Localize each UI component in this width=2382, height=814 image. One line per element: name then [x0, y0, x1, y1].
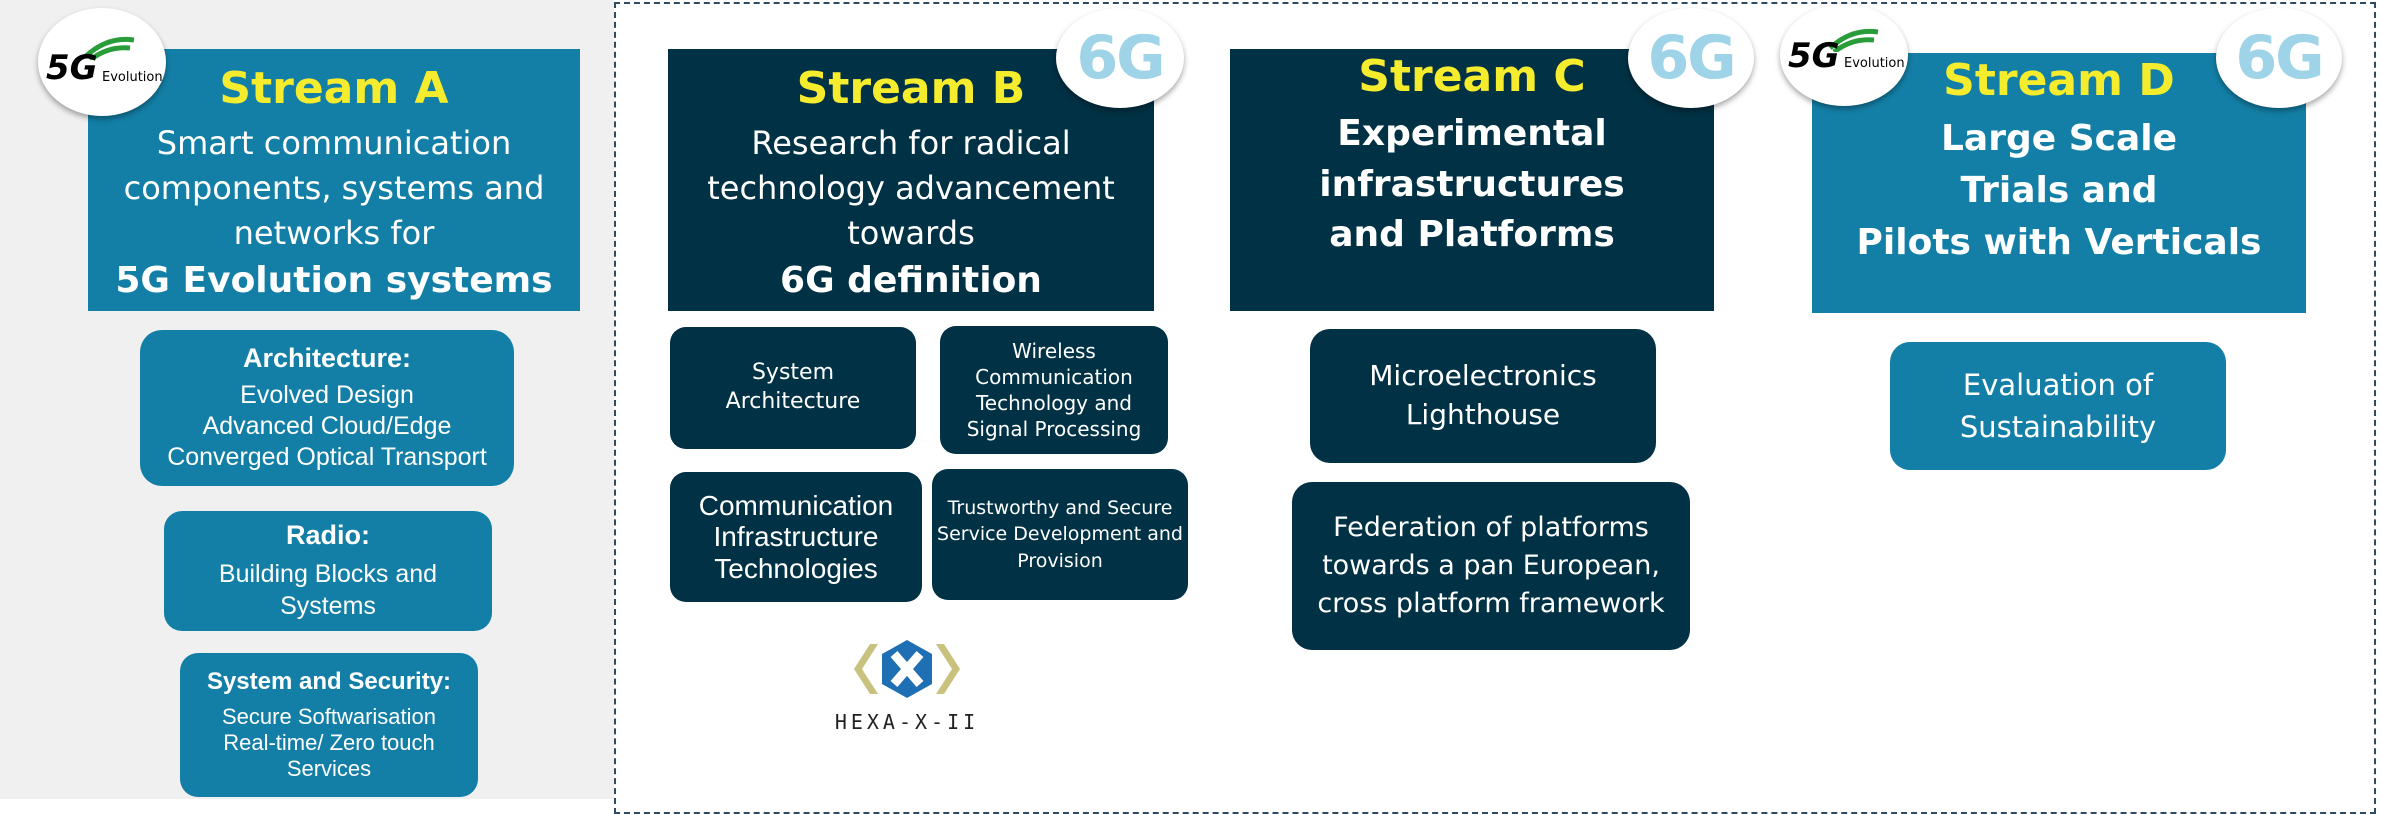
trustworthy-secure-service-card: Trustworthy and Secure Service Developme… — [932, 469, 1188, 600]
5g-evolution-logo: 5G Evolution — [38, 8, 166, 116]
stream-b-title: Stream B — [796, 63, 1026, 114]
stream-a-title: Stream A — [219, 63, 449, 114]
system-security-card: System and Security: Secure Softwarisati… — [180, 653, 478, 797]
6g-label: 6G — [2235, 23, 2325, 93]
6g-label: 6G — [1647, 23, 1737, 93]
architecture-card: Architecture: Evolved Design Advanced Cl… — [140, 330, 514, 486]
card-line: Service Development and — [937, 523, 1183, 546]
stream-c-line-2: infrastructures — [1319, 163, 1625, 205]
6g-logo: 6G — [2216, 8, 2342, 108]
radio-item: Systems — [280, 591, 376, 620]
card-line: Lighthouse — [1405, 398, 1561, 431]
card-line: Provision — [1017, 549, 1103, 572]
stream-a-line-3: networks for — [233, 213, 435, 252]
card-line: Microelectronics — [1369, 359, 1597, 393]
stream-c-line-1: Experimental — [1337, 113, 1607, 155]
stream-d-title: Stream D — [1943, 55, 2175, 106]
stream-c-title: Stream C — [1358, 51, 1586, 102]
evolution-label: Evolution — [1844, 56, 1905, 71]
signal-waves-icon — [84, 36, 135, 60]
architecture-item: Advanced Cloud/Edge — [202, 411, 452, 440]
radio-heading: Radio: — [286, 520, 370, 551]
architecture-item: Converged Optical Transport — [167, 443, 487, 472]
6g-logo: 6G — [1628, 8, 1754, 108]
architecture-heading: Architecture: — [242, 342, 412, 373]
card-line: Technology and — [975, 391, 1132, 415]
card-line: cross platform framework — [1317, 588, 1665, 620]
card-line: Communication — [975, 365, 1133, 389]
radio-item: Building Blocks and — [218, 560, 438, 589]
system-security-item: Services — [286, 755, 372, 781]
system-security-item: Secure Softwarisation — [222, 704, 436, 730]
card-line: Technologies — [714, 552, 878, 584]
evolution-label: Evolution — [102, 70, 163, 85]
stream-d-line-2: Trials and — [1960, 170, 2158, 212]
card-line: Communication — [698, 489, 894, 521]
card-line: Infrastructure — [713, 521, 879, 553]
card-line: Evaluation of — [1962, 367, 2154, 402]
stream-a-line-4: 5G Evolution systems — [115, 259, 553, 301]
hexa-x-ii-logo: HEXA-X-II — [832, 636, 982, 740]
stream-c-line-3: and Platforms — [1329, 214, 1615, 256]
stream-b-line-2: technology advancement — [707, 169, 1115, 208]
5g-label: 5G — [1788, 36, 1840, 76]
federation-of-platforms-card: Federation of platforms towards a pan Eu… — [1292, 482, 1690, 650]
stream-b-line-1: Research for radical — [751, 124, 1071, 163]
card-line: Federation of platforms — [1333, 511, 1649, 543]
stream-a-line-2: components, systems and — [123, 169, 545, 208]
card-line: Sustainability — [1959, 410, 2157, 444]
5g-label: 5G — [46, 48, 98, 88]
stream-b-line-3: towards — [847, 213, 975, 252]
microelectronics-lighthouse-card: Microelectronics Lighthouse — [1310, 329, 1656, 463]
evaluation-sustainability-card: Evaluation of Sustainability — [1890, 342, 2226, 470]
system-security-heading: System and Security: — [206, 668, 452, 696]
card-line: Signal Processing — [966, 417, 1142, 441]
5g-evolution-logo: 5G Evolution — [1780, 4, 1908, 106]
card-line: System — [751, 360, 835, 386]
stream-a-line-1: Smart communication — [156, 124, 512, 163]
wireless-communication-card: Wireless Communication Technology and Si… — [940, 326, 1168, 454]
6g-logo: 6G — [1056, 8, 1184, 108]
card-line: towards a pan European, — [1322, 549, 1660, 581]
stream-a-header: Stream A Smart communication components,… — [88, 49, 580, 311]
card-line: Architecture — [725, 389, 861, 414]
hexa-x-ii-label: HEXA-X-II — [834, 710, 980, 734]
stream-b-header: Stream B Research for radical technology… — [668, 49, 1154, 311]
card-line: Trustworthy and Secure — [947, 497, 1173, 520]
architecture-item: Evolved Design — [240, 380, 414, 409]
system-architecture-card: System Architecture — [670, 327, 916, 449]
communication-infrastructure-card: Communication Infrastructure Technologie… — [670, 472, 922, 602]
stream-c-header: Stream C Experimental infrastructures an… — [1230, 49, 1714, 311]
card-line: Wireless — [1012, 339, 1096, 363]
system-security-item: Real-time/ Zero touch — [223, 730, 435, 756]
signal-waves-icon — [1828, 28, 1879, 52]
stream-d-line-3: Pilots with Verticals — [1856, 222, 2262, 264]
stream-b-line-4: 6G definition — [780, 259, 1042, 301]
hexa-x-logo-icon — [854, 640, 960, 698]
6g-label: 6G — [1076, 23, 1166, 93]
radio-card: Radio: Building Blocks and Systems — [164, 511, 492, 631]
stream-d-header: Stream D Large Scale Trials and Pilots w… — [1812, 53, 2306, 313]
stream-d-line-1: Large Scale — [1940, 118, 2178, 160]
